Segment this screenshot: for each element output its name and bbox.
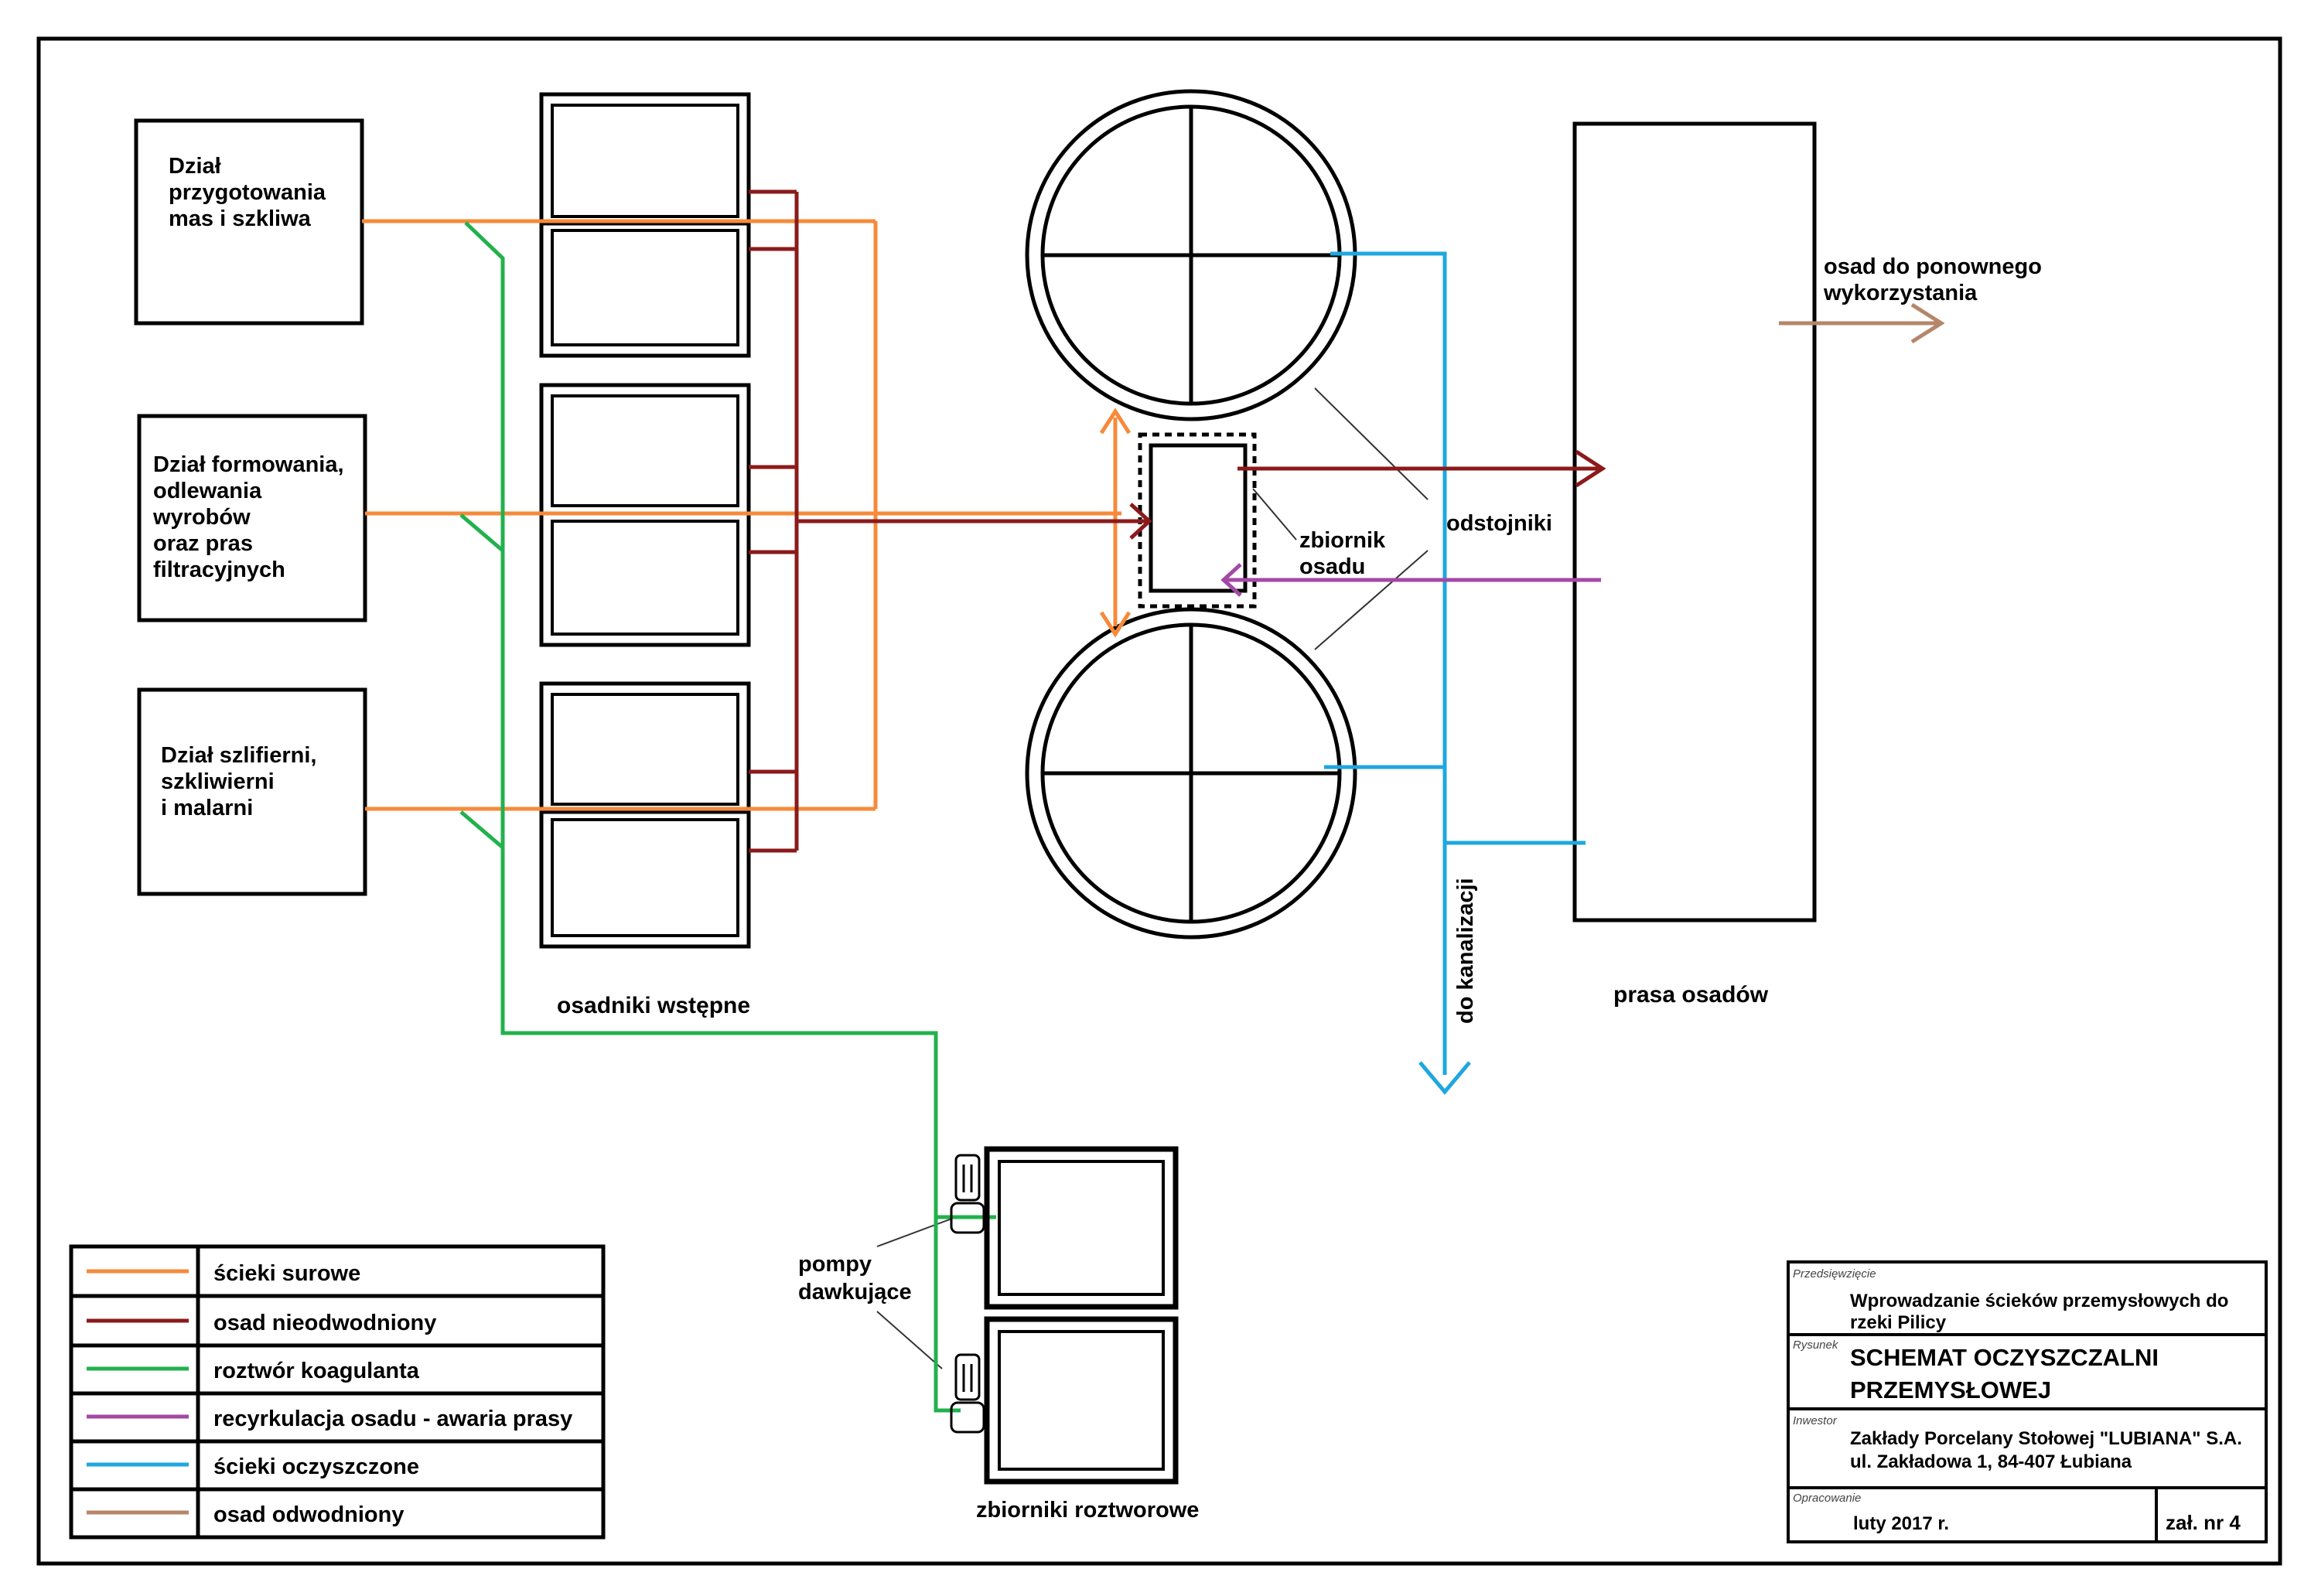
project-text: Wprowadzanie ścieków przemysłowych do rz… [1850, 1291, 2234, 1333]
attachment-number: zał. nr 4 [2166, 1511, 2241, 1534]
leader-lines [876, 387, 1429, 1369]
settlers-label: odstojniki [1446, 511, 1552, 536]
sludge-tank [1149, 443, 1248, 593]
title-block: Przedsięwzięcie Wprowadzanie ścieków prz… [1787, 1260, 2268, 1543]
legend-label-1: ścieki surowe [213, 1261, 360, 1286]
drawing-caption: Rysunek [1793, 1339, 1839, 1352]
drawing-title: SCHEMAT OCZYSZCZALNI PRZEMYSŁOWEJ [1850, 1344, 2166, 1403]
legend-label-3: roztwór koagulanta [213, 1359, 420, 1383]
solution-tanks [984, 1146, 1179, 1485]
date-text: luty 2017 r. [1853, 1513, 1949, 1534]
sludge-tank-label: zbiornik osadu [1299, 528, 1391, 579]
drawing-frame [36, 36, 2282, 1566]
legend-label-5: ścieki oczyszczone [213, 1454, 419, 1479]
dosing-pumps-label: pompy dawkujące [798, 1252, 912, 1304]
raw-sewage-lines [362, 219, 1132, 811]
preliminary-settlers-label: osadniki wstępne [557, 993, 750, 1018]
solution-tanks-label: zbiorniki roztworowe [976, 1498, 1199, 1523]
legend-label-2: osad nieodwodniony [213, 1311, 436, 1335]
legend: ścieki surowe osad nieodwodniony roztwór… [69, 1244, 606, 1540]
investor-text: Zakłady Porcelany Stołowej "LUBIANA" S.A… [1850, 1428, 2248, 1472]
undewatered-sludge-lines [749, 189, 1606, 853]
department-box-3 [137, 687, 367, 896]
treated-water-lines [1324, 251, 1586, 1095]
legend-label-4: recyrkulacja osadu - awaria prasy [213, 1407, 572, 1431]
department-label-3: Dział szlifierni, szkliwierni i malarni [161, 743, 323, 820]
department-box-2 [137, 414, 367, 622]
clarifier-bottom [1025, 607, 1357, 940]
prepared-caption: Opracowanie [1793, 1492, 1861, 1505]
project-caption: Przedsięwzięcie [1793, 1267, 1876, 1281]
preliminary-settlers [539, 92, 751, 949]
clarifier-top [1025, 89, 1357, 421]
dosing-pump-1 [950, 1154, 985, 1234]
to-sewer-label: do kanalizacji [1453, 878, 1478, 1024]
investor-caption: Inwestor [1793, 1414, 1838, 1427]
reuse-label: osad do ponownego wykorzystania [1823, 254, 2048, 305]
recirculation-line [1220, 563, 1601, 597]
dosing-pump-2 [950, 1353, 985, 1434]
dewatered-sludge-arrow [1779, 302, 1945, 344]
legend-label-6: osad odwodniony [213, 1502, 405, 1527]
sludge-press [1572, 121, 1817, 922]
department-label-2: Dział formowania, odlewania wyrobów oraz… [152, 452, 350, 582]
sludge-press-label: prasa osadów [1613, 982, 1769, 1008]
department-label-1: Dział przygotowania mas i szkliwa [169, 154, 332, 231]
